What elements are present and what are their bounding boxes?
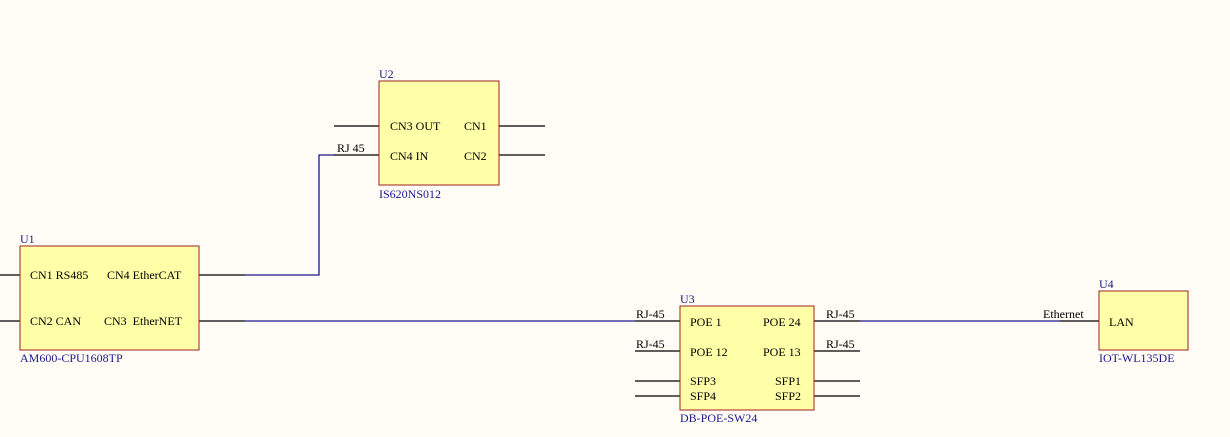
designator: U3: [680, 292, 695, 306]
wire-u1-ethercat-to-u2[interactable]: [245, 154, 335, 276]
part-number: DB-POE-SW24: [680, 411, 757, 425]
pin-label: CN4 IN: [390, 149, 429, 163]
pin-label: SFP2: [775, 389, 801, 403]
component-body: [378, 80, 500, 186]
pin-label: CN4 EtherCAT: [107, 268, 182, 282]
designator: U1: [20, 232, 35, 246]
pin-label: CN2 CAN: [30, 314, 81, 328]
pin-label: CN1 RS485: [30, 268, 88, 282]
component-u2[interactable]: U2 IS620NS012 CN3 OUT CN1 CN4 IN CN2 RJ …: [334, 67, 545, 201]
designator: U4: [1099, 277, 1114, 291]
component-body: [679, 305, 815, 411]
net-label: RJ-45: [826, 307, 855, 321]
pin-label: CN2: [464, 149, 487, 163]
pin-label: CN3 OUT: [390, 119, 441, 133]
pin-label: CN3 EtherNET: [104, 314, 183, 328]
component-u1[interactable]: U1 AM600-CPU1608TP CN1 RS485 CN4 EtherCA…: [0, 232, 245, 365]
designator: U2: [379, 67, 394, 81]
pin-label: SFP1: [775, 374, 801, 388]
pin-label: CN1: [464, 119, 487, 133]
part-number: IOT-WL135DE: [1099, 351, 1175, 365]
pin-label: POE 13: [763, 345, 801, 359]
pin-label: POE 12: [690, 345, 728, 359]
pin-label: POE 1: [690, 315, 722, 329]
pin-label: SFP3: [690, 374, 716, 388]
pin-label: SFP4: [690, 389, 716, 403]
part-number: IS620NS012: [379, 187, 441, 201]
pin-label: POE 24: [763, 315, 801, 329]
net-label: RJ-45: [826, 337, 855, 351]
component-u4[interactable]: U4 IOT-WL135DE LAN Ethernet: [1043, 277, 1189, 365]
net-label: RJ-45: [636, 307, 665, 321]
pin-label: LAN: [1109, 315, 1134, 329]
part-number: AM600-CPU1608TP: [20, 351, 123, 365]
component-u3[interactable]: U3 DB-POE-SW24 POE 1 POE 24 POE 12 POE 1…: [635, 292, 860, 425]
net-label: RJ-45: [636, 337, 665, 351]
component-body: [1098, 290, 1189, 351]
net-label: RJ 45: [337, 141, 365, 155]
net-label: Ethernet: [1043, 307, 1084, 321]
component-body: [19, 245, 200, 351]
